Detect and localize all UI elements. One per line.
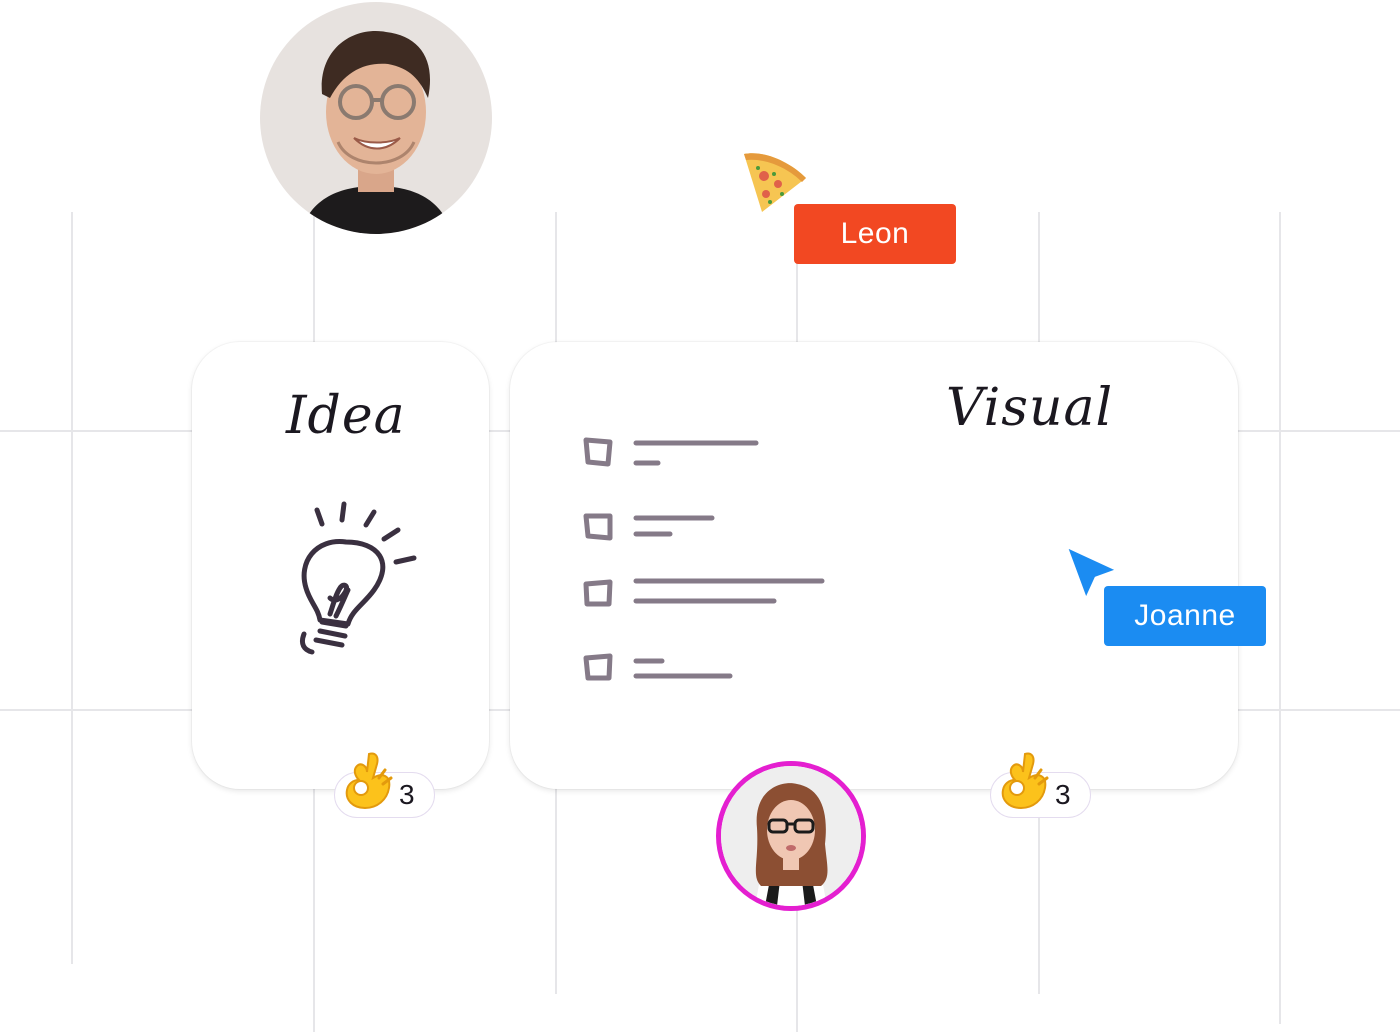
idea-card-title: Idea (286, 386, 406, 446)
collaborator-label-leon: Leon (794, 204, 956, 264)
idea-card[interactable] (192, 342, 489, 789)
woman-with-glasses-avatar[interactable] (716, 761, 866, 911)
checklist-sketch (583, 437, 825, 681)
cursor-arrow-icon (1064, 544, 1120, 602)
ok-hand-icon (1001, 752, 1049, 810)
pizza-icon (744, 153, 806, 212)
grid-line (71, 212, 73, 964)
ok-hand-icon (345, 752, 393, 810)
visual-card[interactable] (510, 342, 1238, 789)
man-with-glasses-avatar[interactable] (260, 2, 492, 234)
checkbox-icon (583, 513, 613, 541)
grid-line (1279, 212, 1281, 1024)
checkbox-icon (583, 437, 613, 467)
collaborator-label-joanne: Joanne (1104, 586, 1266, 646)
checkbox-icon (583, 653, 613, 681)
lightbulb-icon (299, 501, 417, 655)
idea-reaction-badge[interactable]: 3 (334, 752, 435, 818)
reaction-count: 3 (399, 779, 415, 810)
visual-card-title: Visual (946, 378, 1114, 438)
visual-reaction-badge[interactable]: 3 (990, 752, 1091, 818)
reaction-count: 3 (1055, 779, 1071, 810)
checkbox-icon (583, 579, 613, 607)
